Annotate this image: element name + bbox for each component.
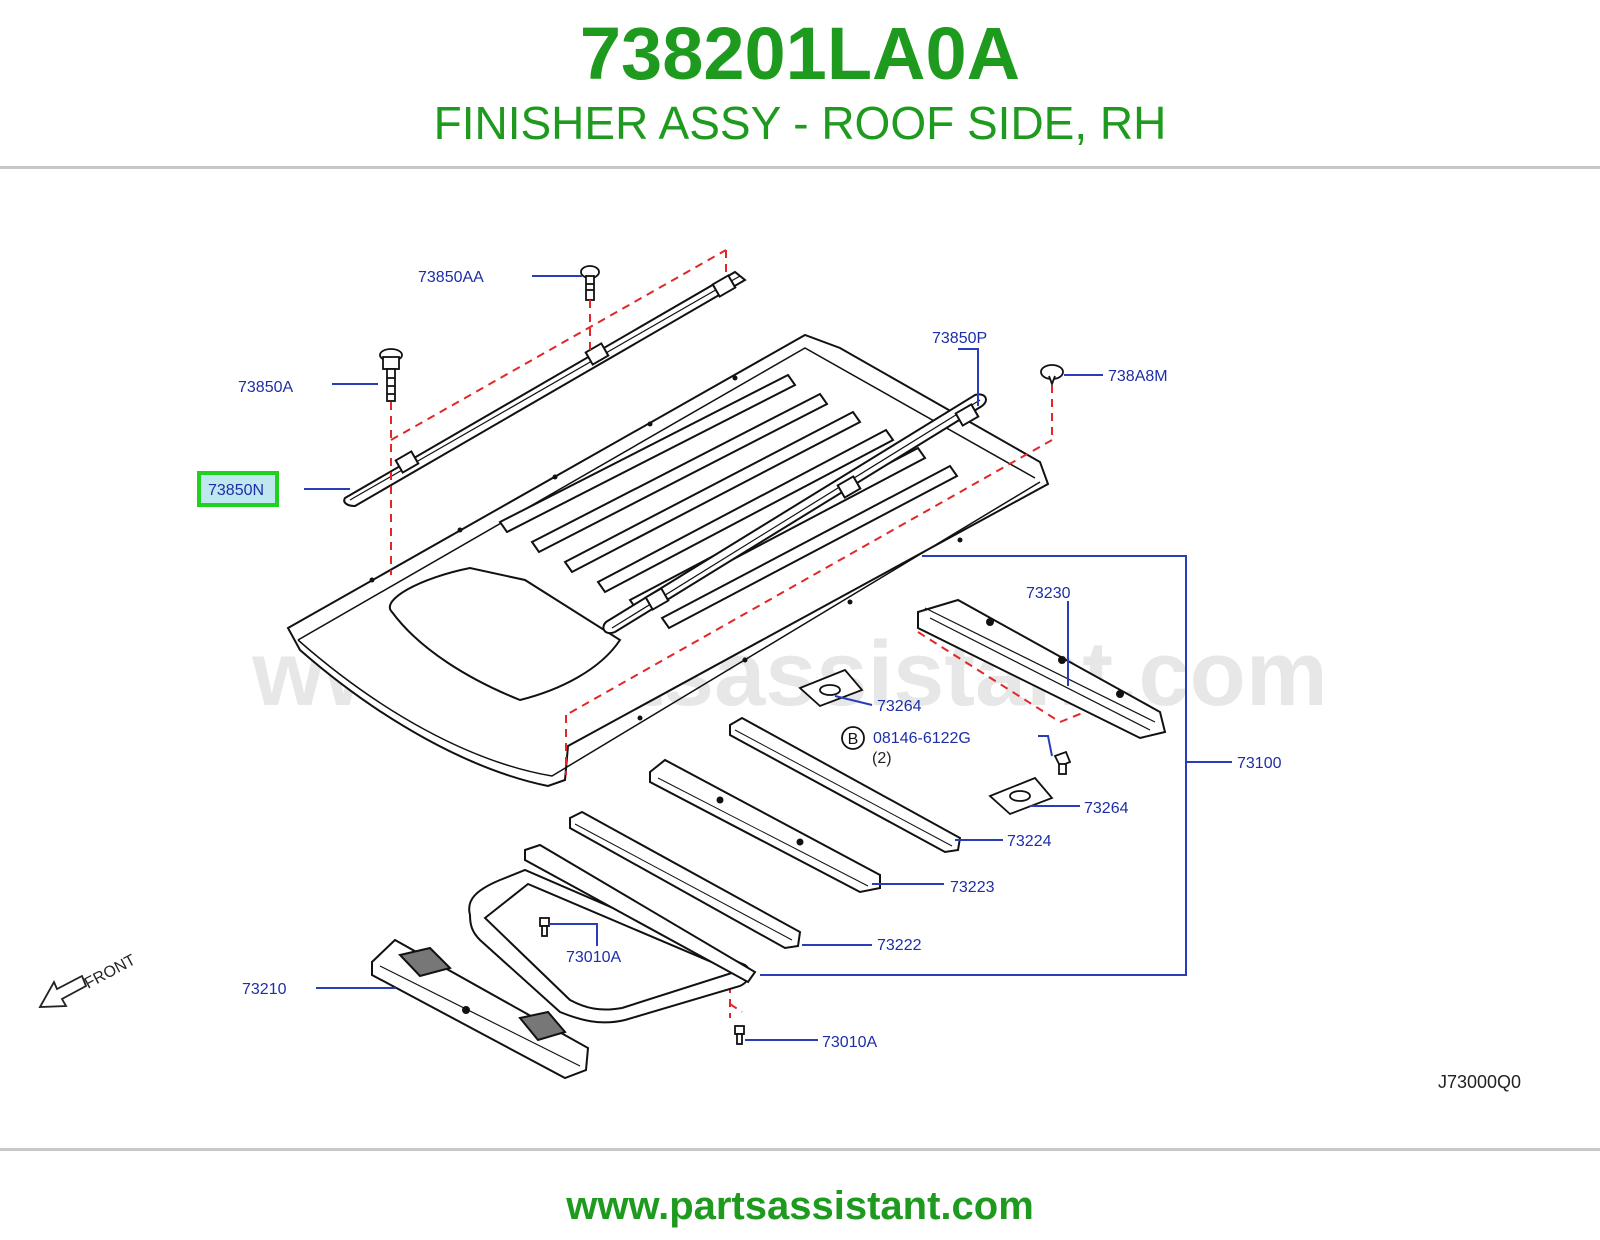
clip-738A8M-icon xyxy=(1040,364,1064,387)
roof-rail-right-73850P xyxy=(602,393,987,634)
rear-roof-rail-73230 xyxy=(917,598,1167,740)
sunroof-frame xyxy=(468,843,757,1024)
label-73223[interactable]: 73223 xyxy=(950,879,995,896)
label-08146-6122G[interactable]: 08146-6122G xyxy=(873,730,971,747)
label-73850P[interactable]: 73850P xyxy=(932,330,987,347)
label-73850A[interactable]: 73850A xyxy=(238,379,293,396)
roof-rail-left-73850N xyxy=(343,270,747,508)
parts-diagram: www.partsassistant.com xyxy=(38,249,1521,1092)
label-73210[interactable]: 73210 xyxy=(242,981,287,998)
label-08146-quantity: (2) xyxy=(872,750,892,767)
label-73264-upper[interactable]: 73264 xyxy=(877,698,922,715)
bolt-73850AA-icon xyxy=(580,265,600,301)
figure-code: J73000Q0 xyxy=(1438,1072,1521,1092)
label-73224[interactable]: 73224 xyxy=(1007,833,1052,850)
part-number: 738201LA0A xyxy=(579,12,1021,95)
highlight-box-73850N xyxy=(197,471,279,507)
footer-website-link[interactable]: www.partsassistant.com xyxy=(566,1184,1034,1228)
bolt-73850A-icon xyxy=(379,348,403,402)
part-description: FINISHER ASSY - ROOF SIDE, RH xyxy=(433,97,1167,149)
label-73222[interactable]: 73222 xyxy=(877,937,922,954)
label-73230[interactable]: 73230 xyxy=(1026,585,1071,602)
bolt-73010A-lower-icon xyxy=(734,1025,745,1045)
label-73010A-upper[interactable]: 73010A xyxy=(566,949,621,966)
bolt-marker-letter: B xyxy=(848,731,859,748)
roof-bow-73223 xyxy=(649,758,881,894)
front-arrow-icon xyxy=(38,974,88,1008)
label-73264-lower[interactable]: 73264 xyxy=(1084,800,1129,817)
roof-bow-73224 xyxy=(729,716,962,854)
front-roof-rail-73210 xyxy=(371,938,590,1080)
label-73010A-lower[interactable]: 73010A xyxy=(822,1034,877,1051)
header-divider xyxy=(0,166,1600,169)
bracket-73100 xyxy=(760,555,1187,976)
footer-divider xyxy=(0,1148,1600,1151)
bolt-73010A-upper-icon xyxy=(539,917,550,937)
bolt-marker-circle-icon xyxy=(841,726,865,750)
bolt-08146-6122G-icon xyxy=(1053,750,1072,775)
leader-lines xyxy=(304,275,1103,1041)
reinforcement-plate-73264-upper xyxy=(798,668,864,708)
label-738A8M[interactable]: 738A8M xyxy=(1108,368,1168,385)
front-label: FRONT xyxy=(82,952,139,993)
reinforcement-plate-73264-lower xyxy=(988,776,1054,816)
label-73100[interactable]: 73100 xyxy=(1237,755,1282,772)
roof-bow-73222 xyxy=(569,810,802,950)
label-73850N[interactable]: 73850N xyxy=(208,482,264,499)
label-73850AA[interactable]: 73850AA xyxy=(418,269,484,286)
